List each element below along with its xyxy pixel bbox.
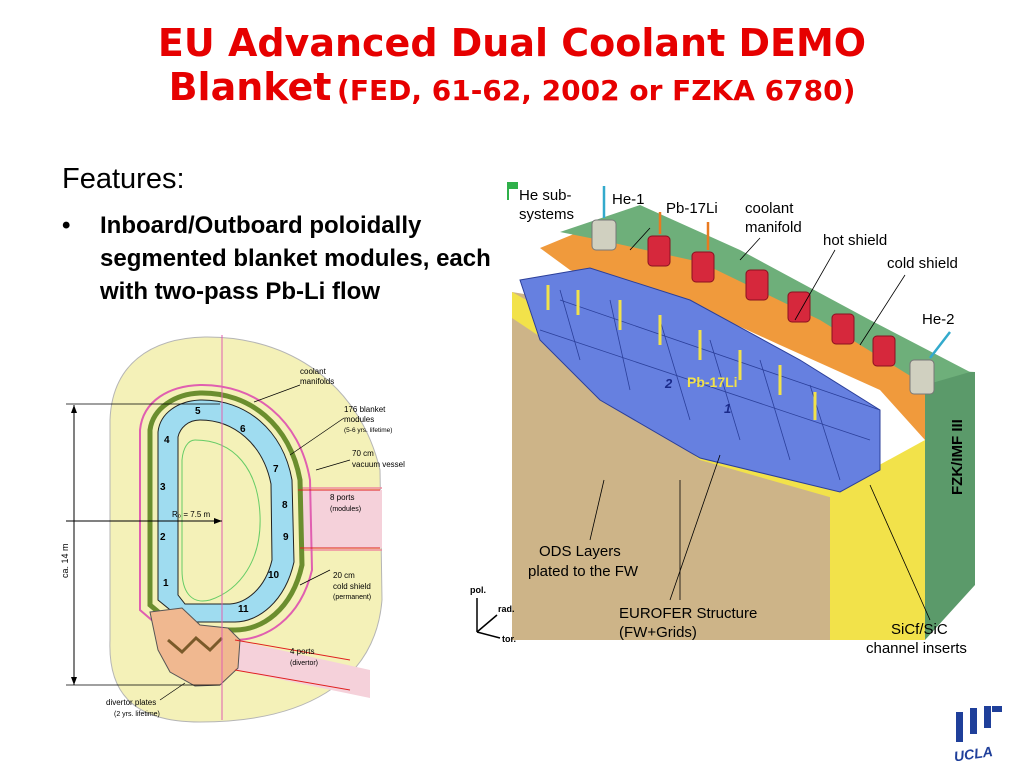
ucla-logo-bar <box>956 712 963 742</box>
label-axis-tor: tor. <box>502 634 516 644</box>
divertor-plates <box>167 635 224 655</box>
module-number-9: 9 <box>283 532 289 543</box>
leader-line <box>315 459 351 471</box>
label-coolant-manifold-2: manifold <box>745 219 802 236</box>
label-he-sub-systems-2: systems <box>519 206 574 223</box>
label-ods-layers-2: plated to the FW <box>528 563 639 580</box>
ports-modules-band <box>300 490 382 548</box>
label-divertor-plates-2: (2 yrs. lifetime) <box>114 711 160 718</box>
label-blanket-modules-2: modules <box>344 415 374 424</box>
features-heading: Features: <box>62 163 185 195</box>
port-line <box>234 669 351 691</box>
bullet-marker: • <box>62 212 71 239</box>
pb-li-pipes <box>647 235 896 367</box>
label-pb17li-inner: Pb-17Li <box>687 374 738 390</box>
label-pb17li-top: Pb-17Li <box>666 200 718 217</box>
leader-line <box>299 569 331 586</box>
label-coolant-manifolds: coolant <box>300 367 327 376</box>
module-number-4: 4 <box>164 435 170 446</box>
module-number-11: 11 <box>238 604 249 615</box>
cold-shield-outline <box>139 383 314 641</box>
label-cold-shield-2: cold shield <box>333 582 371 591</box>
height-arrow-bottom <box>71 677 77 685</box>
flag-icon <box>508 182 518 189</box>
label-cold-shield: 20 cm <box>333 571 355 580</box>
label-blanket-modules: 176 blanket <box>344 405 386 414</box>
shield-layer <box>147 390 305 633</box>
label-cold-shield: cold shield <box>887 255 958 272</box>
label-4-ports-2: (divertor) <box>290 660 318 667</box>
channel-grid <box>539 289 881 481</box>
ucla-logo: UCLA <box>953 706 1002 762</box>
label-he-2: He-2 <box>922 311 955 328</box>
label-vacuum-vessel-2: vacuum vessel <box>352 460 405 469</box>
label-ods-layers: ODS Layers <box>539 543 621 560</box>
module-number-7: 7 <box>273 464 279 475</box>
label-sic-2: channel inserts <box>866 640 967 657</box>
label-sic: SiCf/SiC <box>891 621 948 638</box>
divertor <box>149 607 241 687</box>
label-axis-pol: pol. <box>470 585 486 595</box>
ucla-logo-bar <box>992 706 1002 712</box>
module-number-8: 8 <box>282 500 288 511</box>
module-number-6: 6 <box>240 424 246 435</box>
slide-title: EU Advanced Dual Coolant DEMO Blanket (F… <box>0 21 1024 109</box>
leader-line <box>253 384 301 403</box>
label-vacuum-vessel: 70 cm <box>352 449 374 458</box>
ucla-logo-bar <box>984 706 991 728</box>
label-4-ports: 4 ports <box>290 647 314 656</box>
label-fzk: FZK/IMF III <box>949 419 966 495</box>
title-line-2-reference: (FED, 61-62, 2002 or FZKA 6780) <box>337 73 856 107</box>
he-pipe <box>909 359 935 395</box>
green-shield <box>925 370 975 640</box>
label-he-sub-systems: He sub- <box>519 187 572 204</box>
hot-shield-layer <box>540 215 925 440</box>
flow-arrows <box>546 285 817 420</box>
label-8-ports: 8 ports <box>330 493 354 502</box>
title-line-1: EU Advanced Dual Coolant DEMO <box>157 21 867 65</box>
outlet-arrows <box>602 186 951 359</box>
label-8-ports-2: (modules) <box>330 506 361 513</box>
poloidal-cross-section-diagram: 1 2 3 4 5 6 7 8 9 10 11 R₀ = 7.5 m ca. 1… <box>60 335 405 723</box>
label-he-1: He-1 <box>612 191 645 208</box>
height-label: ca. 14 m <box>60 543 70 578</box>
label-blanket-modules-3: (5-6 yrs. lifetime) <box>344 427 392 434</box>
module-number-2: 2 <box>160 532 166 543</box>
radius-arrowhead <box>214 518 222 524</box>
label-eurofer: EUROFER Structure <box>619 605 757 622</box>
blanket-module-3d-diagram: He sub- systems He-1 Pb-17Li coolant man… <box>470 182 975 657</box>
bullet-text: Inboard/Outboard poloidally segmented bl… <box>100 212 491 305</box>
label-pass-1: 1 <box>724 401 731 416</box>
ucla-logo-bar <box>970 708 977 734</box>
module-number-5: 5 <box>195 406 201 417</box>
ports-divertor-band <box>235 640 370 698</box>
module-number-10: 10 <box>268 570 280 581</box>
label-cold-shield-3: (permanent) <box>333 594 371 601</box>
label-pass-2: 2 <box>664 376 673 391</box>
label-coolant-manifolds-2: manifolds <box>300 377 334 386</box>
right-leader-lines <box>589 227 931 621</box>
leader-line <box>289 417 345 456</box>
height-arrow-top <box>71 405 77 413</box>
module-number-3: 3 <box>160 482 166 493</box>
label-eurofer-2: (FW+Grids) <box>619 624 697 641</box>
he-pipe <box>591 219 617 251</box>
title-line-2-main: Blanket <box>168 64 332 109</box>
label-hot-shield: hot shield <box>823 232 887 249</box>
leader-line <box>159 682 186 701</box>
label-divertor-plates: divertor plates <box>106 698 156 707</box>
axis-triad <box>476 598 501 639</box>
radius-label: R₀ = 7.5 m <box>172 510 211 519</box>
module-number-1: 1 <box>163 578 169 589</box>
blanket-module-ring <box>157 399 295 623</box>
port-line <box>234 639 351 661</box>
pb-li-channels <box>519 267 881 493</box>
label-coolant-manifold: coolant <box>745 200 794 217</box>
yellow-right-front <box>830 440 925 640</box>
label-axis-rad: rad. <box>498 604 515 614</box>
ucla-logo-text: UCLA <box>953 743 994 762</box>
plasma-boundary <box>181 439 261 602</box>
